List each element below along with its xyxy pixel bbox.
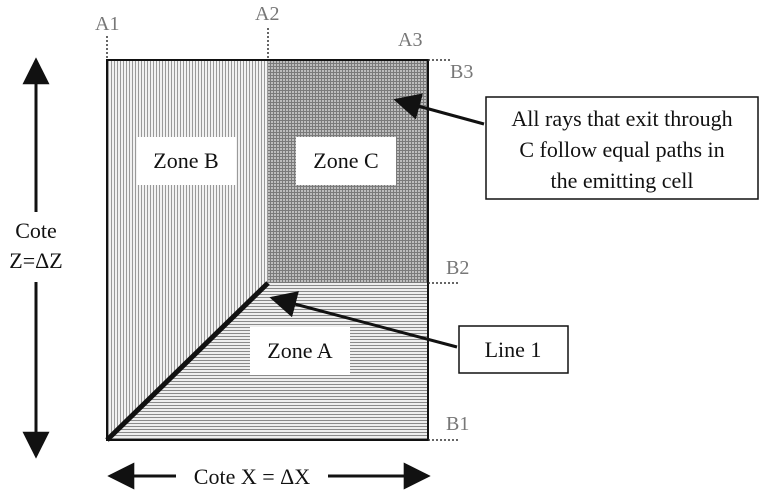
corner-label-b1: B1 (446, 413, 469, 435)
rays-callout-line1: All rays that exit through (511, 106, 732, 131)
corner-label-a3: A3 (398, 29, 422, 51)
cell-outline (106, 59, 429, 441)
zone-b-label: Zone B (153, 148, 218, 173)
corner-label-a2: A2 (255, 3, 279, 25)
rays-callout-line3: the emitting cell (551, 168, 694, 193)
x-axis-label: Cote X = ΔX (194, 464, 310, 489)
corner-label-b3: B3 (450, 61, 473, 83)
corner-label-b2: B2 (446, 257, 469, 279)
line1-callout-label: Line 1 (485, 337, 542, 362)
zone-b-label-box (137, 137, 236, 185)
zone-c-label: Zone C (313, 148, 378, 173)
zone-c-label-box (296, 137, 396, 185)
line1-callout-arrow (269, 291, 458, 349)
zone-a-label-box (250, 327, 350, 375)
rays-callout-box (485, 96, 759, 200)
zone-a-label: Zone A (267, 338, 332, 363)
x-axis-label-bg (176, 460, 328, 490)
z-axis-label-line1: Cote (15, 218, 57, 243)
z-axis-label-line2: Z=ΔZ (9, 248, 62, 273)
rays-callout-arrow (393, 93, 485, 126)
corner-label-a1: A1 (95, 13, 119, 35)
line-1 (105, 281, 270, 442)
z-axis-label-bg (2, 212, 66, 282)
rays-callout-line2: C follow equal paths in (519, 137, 724, 162)
line1-callout-box (458, 325, 569, 374)
